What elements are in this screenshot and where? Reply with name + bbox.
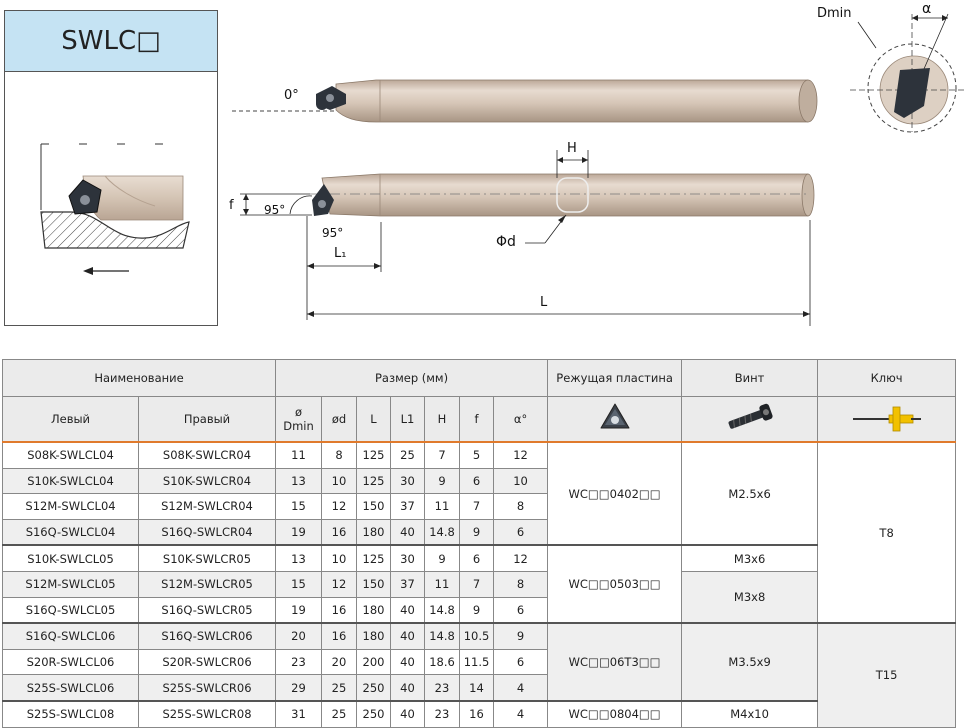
- insert-cell: WC□□06T3□□: [547, 622, 683, 702]
- tool-drawing: [232, 13, 964, 326]
- screw-cell: M3x8: [681, 570, 819, 624]
- key-cell: T15: [817, 622, 957, 728]
- header-insert: Режущая пластина: [547, 359, 683, 397]
- screw-cell: M3x6: [681, 544, 819, 572]
- torx-key-icon: [852, 406, 921, 431]
- boring-scheme-illustration: [40, 143, 190, 275]
- key-icon-cell: [817, 396, 957, 443]
- f-label: f: [229, 198, 234, 213]
- l-label: L: [540, 295, 548, 310]
- header-size: Размер (мм): [274, 359, 549, 397]
- screw-cell: M2.5x6: [681, 441, 819, 546]
- insert-cell: WC□□0503□□: [547, 544, 683, 624]
- screw-icon-cell: [681, 396, 819, 443]
- angle-95-bottom-label: 95°: [322, 226, 344, 240]
- screw-icon: [728, 403, 773, 429]
- phi-d-label: Φd: [496, 234, 516, 250]
- col-d: ød: [321, 396, 357, 443]
- col-l1: L1: [390, 396, 425, 443]
- dmin-label: Dmin: [817, 6, 852, 21]
- h-label: H: [567, 141, 577, 156]
- boring-scheme-panel: [4, 72, 218, 326]
- header-screw: Винт: [681, 359, 819, 397]
- alpha-label: α: [922, 1, 932, 17]
- col-right: Правый: [138, 396, 276, 443]
- feed-direction-arrow-icon: [83, 267, 93, 275]
- angle-95-top-label: 95°: [264, 203, 286, 217]
- l1-label: L₁: [334, 246, 347, 261]
- header-key: Ключ: [817, 359, 957, 397]
- insert-icon: [600, 403, 630, 428]
- spec-table: Наименование Размер (мм) Режущая пластин…: [2, 359, 957, 728]
- product-title: SWLC□: [61, 26, 161, 56]
- col-alpha: α°: [492, 396, 549, 443]
- insert-cell: WC□□0402□□: [547, 441, 683, 546]
- zero-angle-label: 0°: [284, 88, 299, 103]
- col-h: H: [424, 396, 460, 443]
- col-l: L: [356, 396, 391, 443]
- insert-cell: WC□□0804□□: [547, 699, 683, 728]
- screw-cell: M3.5x9: [681, 622, 819, 702]
- insert-icon-cell: [547, 396, 683, 443]
- screw-cell: M4x10: [681, 699, 819, 728]
- key-cell: T8: [817, 441, 957, 624]
- col-left: Левый: [2, 396, 139, 443]
- header-name: Наименование: [2, 359, 276, 397]
- product-title-box: SWLC□: [4, 10, 218, 72]
- col-f: f: [459, 396, 494, 443]
